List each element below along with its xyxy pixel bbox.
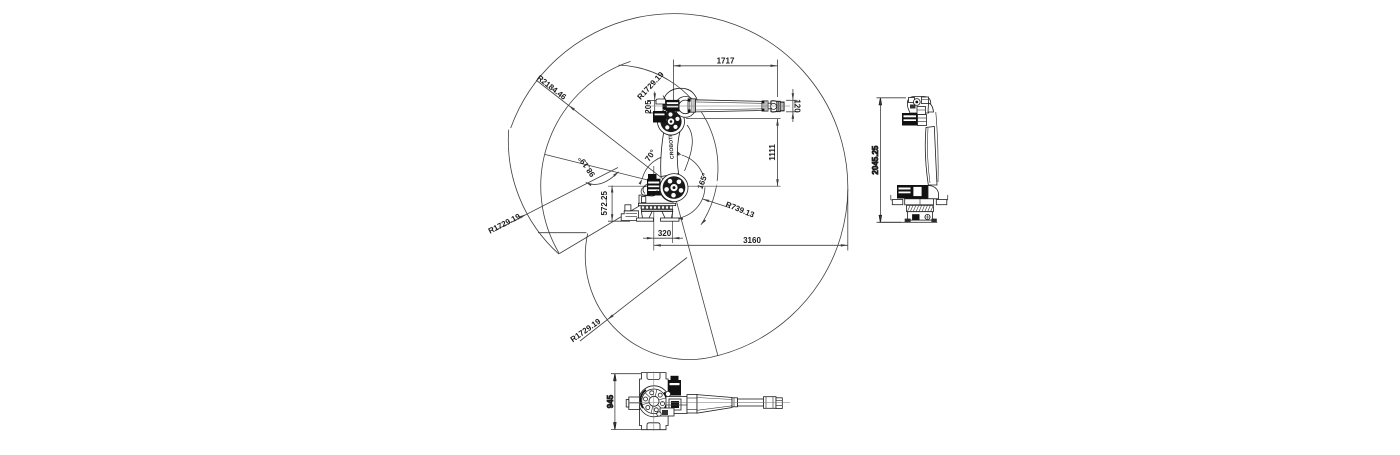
svg-text:CROBOTP: CROBOTP [668, 132, 676, 159]
svg-text:572.25: 572.25 [600, 191, 609, 216]
svg-text:120: 120 [793, 99, 802, 113]
svg-text:945: 945 [606, 394, 615, 408]
svg-text:320: 320 [658, 229, 672, 238]
svg-text:1717: 1717 [717, 56, 735, 65]
svg-text:205: 205 [644, 100, 653, 114]
svg-text:1111: 1111 [768, 144, 777, 161]
svg-text:2045.25: 2045.25 [871, 145, 880, 174]
svg-text:3160: 3160 [743, 236, 761, 245]
